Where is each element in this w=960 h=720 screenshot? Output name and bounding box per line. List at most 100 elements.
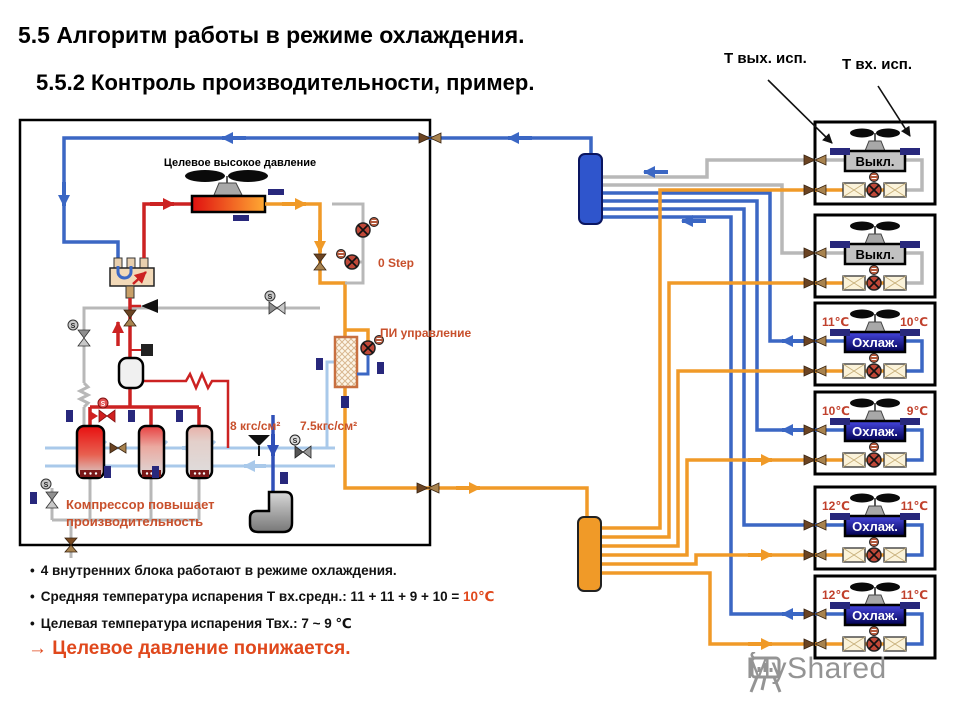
fan-icon: [185, 170, 225, 182]
page-title: 5.5 Алгоритм работы в режиме охлаждения.: [18, 22, 525, 48]
motor-icon: [369, 217, 379, 227]
fan-icon: [850, 398, 874, 408]
fan-icon: [850, 582, 874, 592]
page-subtitle: 5.5.2 Контроль производительности, приме…: [36, 70, 535, 95]
motor-icon: [869, 265, 879, 275]
shutoff-valve-icon: [814, 184, 827, 196]
liquid-line-unit6: [600, 571, 815, 646]
temp-sensor: [341, 396, 349, 408]
temp-sensor: [900, 148, 920, 155]
t-out-annotation-arrow: [767, 79, 833, 144]
temp-sensor: [30, 492, 37, 504]
step-label: 0 Step: [378, 256, 414, 270]
check-valve-icon: [117, 442, 127, 454]
note-text: 4 внутренних блока работают в режиме охл…: [40, 563, 397, 578]
liquid-line-unit2: [600, 281, 815, 539]
shutoff-valve-icon: [814, 424, 827, 436]
temp-sensor: [66, 410, 73, 422]
flow-arrow: [90, 411, 98, 421]
fan-icon: [876, 128, 900, 138]
compressor-1: [75, 424, 106, 480]
shutoff-valve-icon: [814, 454, 827, 466]
four-way-valve: [109, 257, 155, 299]
solenoid-letter: S: [101, 401, 106, 408]
temp-in-value: 9℃: [907, 404, 928, 418]
solenoid-valve-icon: S: [289, 434, 312, 459]
fan-icon: [876, 398, 900, 408]
oil-separator: [117, 356, 145, 390]
fan-base: [864, 594, 886, 606]
watermark[interactable]: MyShared: [746, 652, 887, 693]
motor-icon: [869, 626, 879, 636]
shutoff-valve-icon: [803, 638, 816, 650]
temp-sensor: [900, 241, 920, 248]
temp-out-value: 12℃: [822, 499, 850, 513]
motor-icon: [869, 537, 879, 547]
status-label: Выкл.: [855, 154, 894, 169]
gas-line-unit5: [600, 207, 815, 527]
status-label: Охлаж.: [852, 519, 898, 534]
check-valve-icon: [109, 442, 119, 454]
solenoid-valve-icon: S: [67, 319, 91, 347]
t-in-evaporator-label: Т вх. исп.: [842, 56, 913, 73]
shutoff-valve-icon: [803, 154, 816, 166]
pressure-switch: [141, 344, 153, 356]
pressure-low-label: 7.5кгс/см²: [300, 419, 357, 433]
funnel-valve-icon: [141, 299, 158, 313]
note-line-3: •Целевая температура испарения Твх.: 7 ~…: [30, 616, 494, 632]
watermark-icon: [749, 652, 782, 693]
shutoff-valve-icon: [814, 154, 827, 166]
temp-sensor: [268, 189, 284, 195]
temp-sensor: [104, 466, 111, 478]
shutoff-valve-icon: [814, 247, 827, 259]
shutoff-valve-icon: [803, 184, 816, 196]
temp-in-value: 10℃: [900, 315, 928, 329]
temp-sensor: [176, 410, 183, 422]
shutoff-valve-icon: [814, 608, 827, 620]
indoor-unit-1: Выкл.: [803, 120, 937, 206]
notes-block: • 4 внутренних блока работают в режиме ох…: [30, 563, 494, 643]
temp-sensor: [830, 418, 850, 425]
pi-control-label: ПИ управление: [380, 326, 471, 340]
four-way-valve-flow: [132, 271, 147, 285]
liquid-line-unit4: [600, 458, 815, 557]
fan-icon: [228, 170, 268, 182]
temp-out-value: 11℃: [822, 315, 849, 329]
indoor-unit-5: Охлаж. 12℃ 11℃: [803, 485, 937, 571]
condenser-coil: [190, 194, 267, 214]
shutoff-valve-icon: [803, 247, 816, 259]
status-box: [843, 514, 907, 538]
check-valve-icon: [313, 261, 327, 271]
shutoff-valve-icon: [803, 519, 816, 531]
shutoff-valve-icon: [814, 277, 827, 289]
temp-sensor: [152, 466, 159, 478]
temp-sensor: [900, 418, 920, 425]
compressor-note-line1: Компрессор повышает: [66, 497, 215, 512]
status-label: Охлаж.: [852, 335, 898, 350]
indoor-unit-6: Охлаж. 12℃ 11℃: [803, 574, 937, 660]
eev-line: [332, 202, 379, 285]
fan-icon: [876, 493, 900, 503]
accumulator-drop: [267, 415, 288, 492]
temp-sensor: [830, 148, 850, 155]
temp-sensor: [377, 362, 384, 374]
service-valve-icon: [429, 132, 442, 144]
svg-text:S: S: [71, 323, 76, 330]
svg-text:S: S: [268, 294, 273, 301]
temp-sensor: [830, 241, 850, 248]
bullet-icon: •: [30, 563, 35, 578]
gas-manifold: [578, 153, 603, 225]
solenoid-valve-icon: S: [30, 478, 59, 509]
outdoor-unit: S: [18, 118, 593, 558]
check-valve-icon: [123, 317, 137, 327]
temp-out-value: 12℃: [822, 588, 850, 602]
accumulator: [248, 490, 294, 534]
gas-line-unit2: [600, 183, 815, 255]
note-text: Целевая температура испарения Твх.: 7 ~ …: [40, 616, 352, 631]
shutoff-valve-icon: [803, 454, 816, 466]
fan-base: [864, 321, 886, 333]
temp-in-value: 11℃: [901, 588, 928, 602]
pressure-high-label: 8 кгс/см²: [230, 419, 280, 433]
shutoff-valve-icon: [814, 365, 827, 377]
